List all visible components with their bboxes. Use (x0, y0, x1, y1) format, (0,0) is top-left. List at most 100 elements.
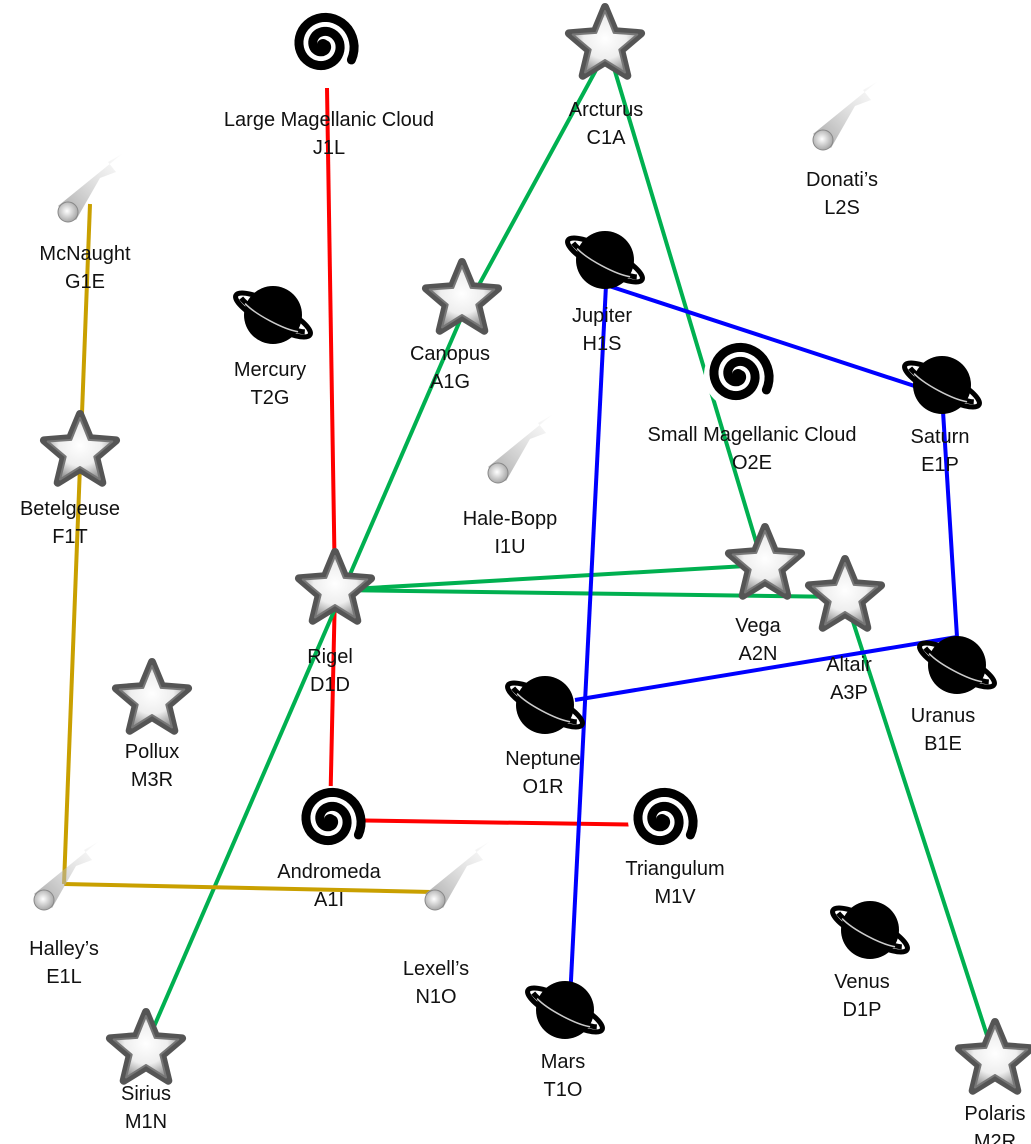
altair-code-label: A3P (830, 682, 868, 704)
andromeda-galaxy-spiral (301, 787, 366, 846)
connection-vega-rigel (334, 563, 764, 592)
pollux-code-label: M3R (131, 769, 173, 791)
connection-arcturus-vega (606, 47, 765, 566)
uranus-ring-front (923, 646, 990, 685)
saturn-name-label: Saturn (911, 426, 970, 448)
donatis-code-label: L2S (824, 197, 860, 219)
connection-rigel-andromeda (328, 589, 337, 821)
neptune-code-label: O1R (522, 776, 563, 798)
lmc-galaxy-spiral (294, 12, 359, 71)
jupiter-code-label: H1S (583, 333, 622, 355)
vega-star-icon (724, 523, 806, 600)
andromeda-galaxy-core (324, 814, 336, 826)
donatis-comet-icon (812, 82, 877, 151)
andromeda-code-label: A1I (314, 889, 344, 911)
rigel-code-label: D1D (310, 674, 350, 696)
connection-altair-polaris (843, 596, 997, 1061)
venus-planet-body (841, 901, 899, 959)
canopus-name-label: Canopus (410, 343, 490, 365)
pollux-star-fill (118, 665, 186, 729)
mercury-ring-front (239, 296, 306, 335)
canopus-star-fill (428, 265, 496, 329)
mars-ring-front (531, 991, 598, 1030)
sirius-code-label: M1N (125, 1111, 167, 1133)
sirius-star-icon (105, 1008, 187, 1085)
mcnaught-name-label: McNaught (39, 243, 131, 265)
triangulum-galaxy-spiral (633, 787, 698, 846)
mercury-code-label: T2G (251, 387, 290, 409)
uranus-planet-body (928, 636, 986, 694)
vega-name-label: Vega (735, 615, 781, 637)
mars-planet-icon (525, 981, 605, 1039)
betelgeuse-code-label: F1T (52, 526, 88, 548)
venus-ring-front (836, 911, 903, 950)
mercury-planet-body (244, 286, 302, 344)
sirius-star-fill (112, 1015, 180, 1079)
lexells-name-label: Lexell’s (403, 958, 469, 980)
neptune-ring-highlight (516, 693, 571, 723)
saturn-planet-icon (902, 356, 982, 414)
jupiter-ring-highlight (576, 248, 631, 278)
smc-name-label: Small Magellanic Cloud (648, 424, 857, 446)
pollux-name-label: Pollux (125, 741, 179, 763)
jupiter-planet-body (576, 231, 634, 289)
neptune-planet-icon (505, 676, 585, 734)
rigel-star-fill (301, 555, 369, 619)
connection-uranus-neptune (574, 635, 958, 702)
triangulum-galaxy-core (656, 814, 668, 826)
saturn-ring-highlight (913, 373, 968, 403)
arcturus-star-fill (571, 10, 639, 74)
mcnaught-comet-icon (57, 154, 122, 223)
venus-name-label: Venus (834, 971, 890, 993)
polaris-star-icon (954, 1018, 1031, 1095)
halebopp-comet-icon (487, 415, 552, 484)
mcnaught-comet-head (57, 201, 79, 223)
triangulum-code-label: M1V (654, 886, 696, 908)
rigel-star-icon (294, 548, 376, 625)
halleys-comet-icon (33, 842, 98, 911)
altair-star-fill (811, 562, 879, 626)
uranus-planet-icon (917, 636, 997, 694)
donatis-name-label: Donati’s (806, 169, 878, 191)
connection-lines (62, 47, 997, 1061)
lmc-galaxy-icon (289, 11, 359, 79)
lexells-comet-icon (424, 842, 489, 911)
mars-planet-body (536, 981, 594, 1039)
neptune-ring-front (511, 686, 578, 725)
lmc-galaxy-core (317, 39, 329, 51)
smc-galaxy-icon (704, 341, 774, 409)
uranus-ring-highlight (928, 653, 983, 683)
smc-galaxy-spiral (709, 342, 774, 401)
object-labels: Large Magellanic CloudJ1LArcturusC1ADona… (20, 99, 1026, 1144)
arcturus-star-icon (564, 3, 646, 80)
polaris-code-label: M2R (974, 1131, 1016, 1144)
jupiter-ring-front (571, 241, 638, 280)
halleys-comet-head (33, 889, 55, 911)
halebopp-code-label: I1U (494, 536, 525, 558)
vega-code-label: A2N (739, 643, 778, 665)
connection-mcnaught-halleys (62, 203, 92, 885)
saturn-planet-body (913, 356, 971, 414)
uranus-code-label: B1E (924, 733, 962, 755)
mars-name-label: Mars (541, 1051, 585, 1073)
connection-saturn-uranus (940, 394, 959, 638)
arcturus-code-label: C1A (587, 127, 627, 149)
halebopp-name-label: Hale-Bopp (463, 508, 558, 530)
connection-jupiter-mars (568, 284, 608, 1001)
canopus-star-icon (421, 258, 503, 335)
connection-halleys-lexells (63, 882, 433, 894)
mars-code-label: T1O (544, 1079, 583, 1101)
altair-name-label: Altair (826, 654, 872, 676)
lmc-name-label: Large Magellanic Cloud (224, 109, 434, 131)
halebopp-comet-head (487, 462, 509, 484)
mercury-ring-highlight (244, 303, 299, 333)
betelgeuse-star-icon (39, 410, 121, 487)
connection-jupiter-saturn (605, 283, 943, 397)
uranus-name-label: Uranus (911, 705, 975, 727)
pollux-star-icon (111, 658, 193, 735)
vega-star-fill (731, 530, 799, 594)
betelgeuse-name-label: Betelgeuse (20, 498, 120, 520)
connection-andromeda-triangulum (329, 818, 663, 827)
sirius-name-label: Sirius (121, 1083, 171, 1105)
